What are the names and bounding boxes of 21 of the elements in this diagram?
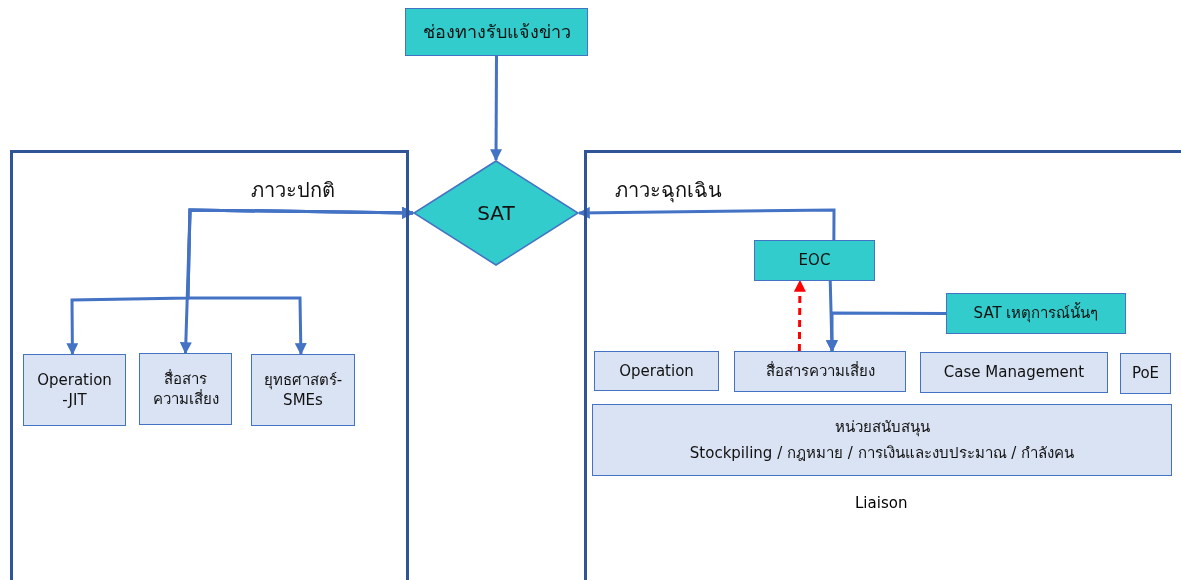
- process-box: ยุทธศาสตร์- SMEs: [251, 354, 355, 426]
- process-box: Case Management: [920, 352, 1108, 393]
- text-label: Liaison: [855, 494, 908, 512]
- box-text: Stockpiling / กฎหมาย / การเงินและงบประมาณ / กำลังคน: [689, 443, 1075, 464]
- arrow: [793, 279, 806, 351]
- diamond-label: SAT: [477, 199, 515, 227]
- process-box: สื่อสาร ความเสี่ยง: [139, 353, 232, 425]
- arrow: [577, 206, 836, 240]
- process-box: EOC: [754, 240, 875, 281]
- process-box: สื่อสารความเสี่ยง: [734, 351, 906, 392]
- panel: [584, 150, 1181, 580]
- panel: [10, 150, 409, 580]
- process-box: Operation -JIT: [23, 354, 126, 426]
- process-box: SAT เหตุการณ์นั้นๆ: [946, 293, 1126, 334]
- arrow: [490, 56, 503, 162]
- process-box: PoE: [1120, 353, 1171, 394]
- process-box: Operation: [594, 351, 719, 391]
- arrow: [826, 311, 946, 353]
- box-heading: หน่วยสนับสนุน: [834, 416, 930, 437]
- source-box: ช่องทางรับแจ้งข่าว: [405, 8, 588, 56]
- support-box: [592, 404, 1172, 476]
